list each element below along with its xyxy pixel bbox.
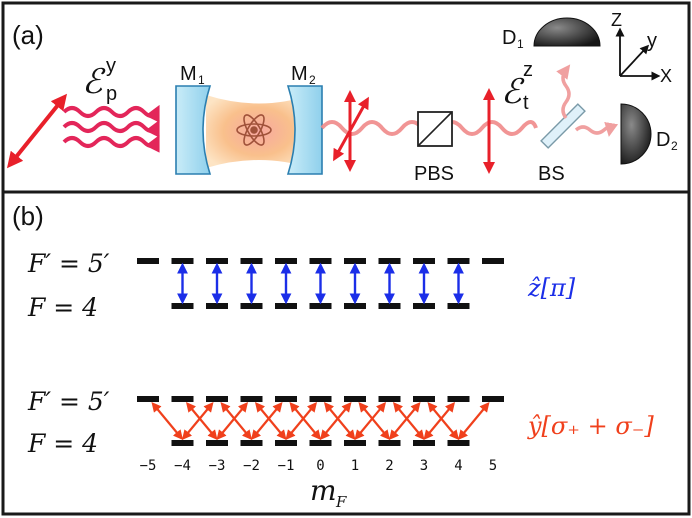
lower-ground-label: F = 4 bbox=[27, 429, 98, 458]
sigma-minus-transition-arrow bbox=[185, 401, 218, 441]
mf-tick-label: 1 bbox=[351, 458, 359, 474]
mf-tick-label: −4 bbox=[174, 458, 191, 474]
diagonal-polarization-arrow bbox=[333, 96, 369, 162]
probe-wave-2 bbox=[62, 119, 160, 138]
mf-tick-label: −5 bbox=[140, 458, 157, 474]
upper-transition-label: ẑ[π] bbox=[527, 274, 576, 302]
mirror-m1-text: M bbox=[180, 63, 197, 85]
pbs-label: PBS bbox=[414, 163, 454, 185]
probe-field-symbol: ℰ bbox=[82, 62, 106, 102]
mf-tick-label: 0 bbox=[316, 458, 324, 474]
mf-tick-label: 3 bbox=[420, 458, 428, 474]
sigma-minus-transition-arrow bbox=[289, 401, 322, 441]
axis-y-label: y bbox=[647, 30, 657, 52]
sigma-plus-transition-arrow bbox=[319, 401, 352, 441]
detector-d1-label: D 1 bbox=[502, 27, 524, 51]
coordinate-axes bbox=[615, 27, 661, 81]
mirror-m1-label: M 1 bbox=[180, 63, 205, 87]
reflected-beam bbox=[556, 64, 571, 120]
sigma-plus-transition-arrow bbox=[250, 401, 283, 441]
transmitted-field-sup: z bbox=[523, 59, 533, 81]
mf-tick-labels: −5 −4 −3 −2 −1 0 1 2 3 4 5 bbox=[140, 458, 498, 474]
detector-d2-sub: 2 bbox=[671, 139, 678, 153]
sigma-minus-transition-arrow bbox=[220, 401, 253, 441]
mf-axis-label: m F bbox=[310, 474, 347, 511]
sigma-plus-transition-arrow bbox=[285, 401, 318, 441]
axis-z-label: Z bbox=[611, 10, 622, 30]
panel-a-label: (a) bbox=[12, 20, 44, 50]
sigma-minus-transition-arrow bbox=[151, 401, 184, 441]
sigma-plus-transition-arrow bbox=[457, 401, 490, 441]
mf-axis-label-main: m bbox=[310, 474, 337, 507]
mirror-m2-label: M 2 bbox=[291, 63, 316, 87]
probe-field-sup: y bbox=[106, 55, 116, 77]
probe-wave-1 bbox=[62, 104, 160, 123]
lower-level-scheme bbox=[137, 396, 504, 446]
mf-axis-label-sub: F bbox=[335, 493, 347, 511]
probe-waves bbox=[62, 104, 160, 153]
detector-d1-text: D bbox=[502, 27, 516, 49]
input-polarization-arrow bbox=[6, 93, 68, 169]
lower-transition-label: ŷ[σ₊ + σ₋] bbox=[527, 412, 654, 440]
pbs-cube bbox=[417, 111, 453, 147]
mf-tick-label: −2 bbox=[243, 458, 260, 474]
detector-d2-text: D bbox=[656, 129, 670, 151]
transmitted-field-symbol: ℰ bbox=[501, 72, 525, 112]
mf-tick-label: −3 bbox=[209, 458, 226, 474]
sigma-plus-transition-arrow bbox=[388, 401, 421, 441]
sigma-plus-transition-arrow bbox=[423, 401, 456, 441]
panel-b-frame bbox=[1, 190, 691, 516]
sigma-minus-transition-arrow bbox=[427, 401, 460, 441]
detector-d2-icon bbox=[620, 103, 652, 165]
sigma-plus-transition-arrow bbox=[181, 401, 214, 441]
mirror-m2-sub: 2 bbox=[309, 73, 316, 87]
upper-level-scheme bbox=[137, 258, 504, 309]
transmitted-field-label: ℰ z t bbox=[501, 59, 533, 114]
bs-label: BS bbox=[538, 163, 565, 185]
axis-x-label: X bbox=[660, 66, 672, 86]
detector-d2-label: D 2 bbox=[656, 129, 678, 153]
mirror-m1 bbox=[175, 85, 212, 175]
mf-tick-label: −1 bbox=[278, 458, 295, 474]
upper-excited-label: F′ = 5′ bbox=[27, 249, 110, 278]
panel-b-label: (b) bbox=[12, 201, 44, 231]
detector-d1-icon bbox=[533, 17, 601, 47]
probe-field-label: ℰ y p bbox=[82, 55, 117, 105]
mirror-m2-text: M bbox=[291, 63, 308, 85]
sigma-plus-transition-arrow bbox=[216, 401, 249, 441]
transmitted-field-sub: t bbox=[523, 92, 529, 114]
sigma-minus-transition-arrow bbox=[323, 401, 356, 441]
cavity-mode bbox=[206, 95, 310, 168]
mirror-m1-sub: 1 bbox=[198, 73, 205, 87]
probe-field-sub: p bbox=[106, 83, 117, 105]
mf-tick-label: 5 bbox=[489, 458, 497, 474]
beam-splitter bbox=[540, 103, 586, 149]
mirror-m2 bbox=[286, 85, 323, 175]
mf-tick-label: 4 bbox=[454, 458, 462, 474]
sigma-minus-transition-arrow bbox=[254, 401, 287, 441]
probe-wave-3 bbox=[62, 134, 160, 153]
mf-tick-label: 2 bbox=[385, 458, 393, 474]
lower-excited-label: F′ = 5′ bbox=[27, 387, 110, 416]
sigma-minus-transition-arrow bbox=[392, 401, 425, 441]
transmitted-beam-to-d2 bbox=[574, 121, 619, 137]
detector-d1-sub: 1 bbox=[517, 37, 524, 51]
sigma-plus-transition-arrow bbox=[354, 401, 387, 441]
sigma-minus-transition-arrow bbox=[358, 401, 391, 441]
upper-ground-label: F = 4 bbox=[27, 293, 98, 322]
atom-icon bbox=[236, 114, 272, 146]
